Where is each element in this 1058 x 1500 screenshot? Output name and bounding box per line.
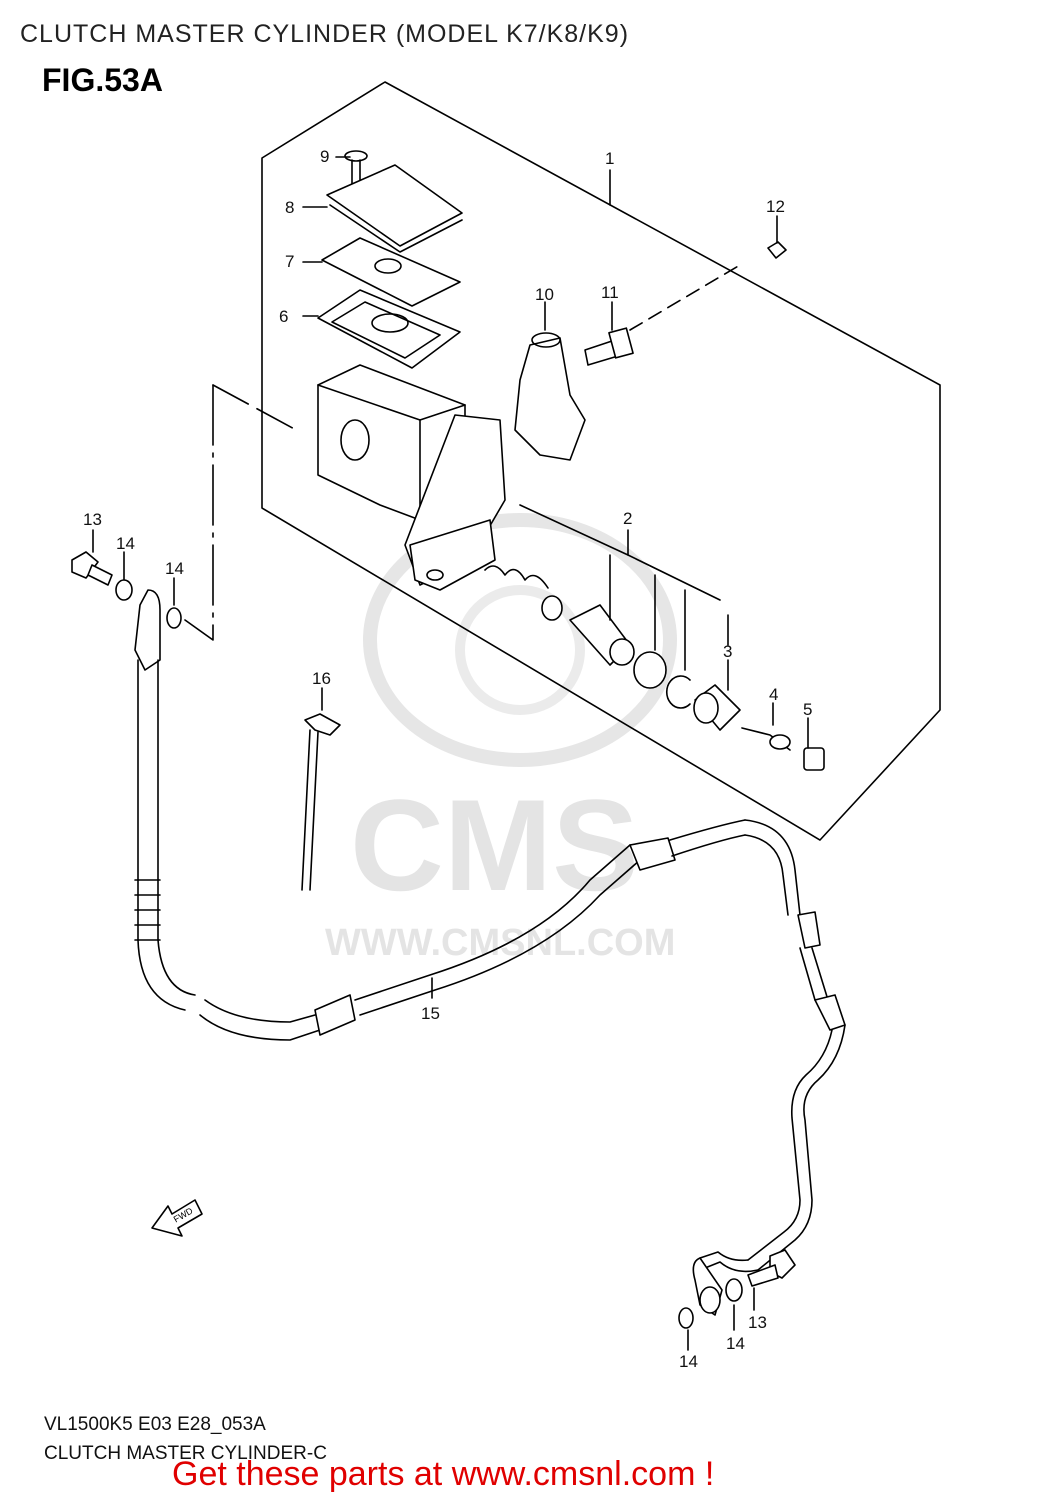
lower-banjo-fitting [692, 1251, 759, 1316]
watermark: CMS WWW.CMSNL.COM [325, 513, 677, 964]
callout-12: 12 [766, 197, 785, 216]
callout-9: 9 [320, 147, 329, 166]
callout-2: 2 [623, 509, 632, 528]
boot-part-3 [693, 684, 741, 731]
circlip-part-2 [666, 675, 691, 709]
seal-part-2 [633, 651, 667, 689]
callout-1: 1 [605, 149, 614, 168]
callout-4: 4 [769, 685, 778, 704]
callout-8: 8 [285, 198, 294, 217]
callout-7: 7 [285, 252, 294, 271]
bolt-part-11 [584, 264, 741, 366]
clutch-hose-part-15 [134, 589, 746, 1041]
clutch-pipe [744, 819, 846, 1271]
callout-13-upper: 13 [83, 510, 102, 529]
callout-16: 16 [312, 669, 331, 688]
washer-part-14-a [115, 579, 133, 601]
diagram-caption: CLUTCH MASTER CYLINDER-C [44, 1443, 327, 1464]
callout-10: 10 [535, 285, 554, 304]
callout-6: 6 [279, 307, 288, 326]
callout-numbers: 1 2 3 4 5 6 7 8 9 10 11 12 13 14 14 15 1… [83, 147, 812, 1371]
watermark-logo: CMS [350, 772, 639, 918]
diagram-code: VL1500K5 E03 E28_053A [44, 1414, 266, 1435]
clamp-part-16 [301, 713, 341, 891]
callout-14-c: 14 [726, 1334, 745, 1353]
fwd-arrow-icon [151, 1199, 203, 1237]
cap-part-8 [326, 164, 463, 247]
watermark-url: WWW.CMSNL.COM [325, 922, 675, 964]
diaphragm-part-6 [317, 289, 461, 369]
banjo-bolt-part-13-lower [747, 1249, 796, 1287]
banjo-bolt-part-13-upper [71, 551, 113, 586]
parts-link-banner[interactable]: Get these parts at www.cmsnl.com ! [172, 1455, 715, 1493]
clamp-part-10 [514, 332, 586, 461]
callout-5: 5 [803, 700, 812, 719]
callout-14-b: 14 [165, 559, 184, 578]
plate-part-7 [321, 237, 461, 307]
callout-14-d: 14 [679, 1352, 698, 1371]
spring-part-2 [484, 565, 563, 621]
callout-11: 11 [601, 283, 619, 302]
callout-13-lower: 13 [748, 1313, 767, 1332]
washer-part-14-c [725, 1278, 743, 1302]
callout-3: 3 [723, 642, 732, 661]
assembly-box-outline [261, 81, 941, 841]
callout-15: 15 [421, 1004, 440, 1023]
page-title: CLUTCH MASTER CYLINDER (MODEL K7/K8/K9) [20, 20, 630, 48]
master-cylinder-body [317, 364, 506, 591]
nut-part-12 [767, 241, 787, 259]
cap-part-5 [803, 747, 825, 771]
figure-label: FIG.53A [42, 62, 163, 98]
piston-part-2 [569, 604, 635, 666]
callout-14-a: 14 [116, 534, 135, 553]
pushrod-part-4 [741, 727, 791, 751]
washer-part-14-b [166, 607, 182, 629]
washer-part-14-d [678, 1307, 694, 1329]
